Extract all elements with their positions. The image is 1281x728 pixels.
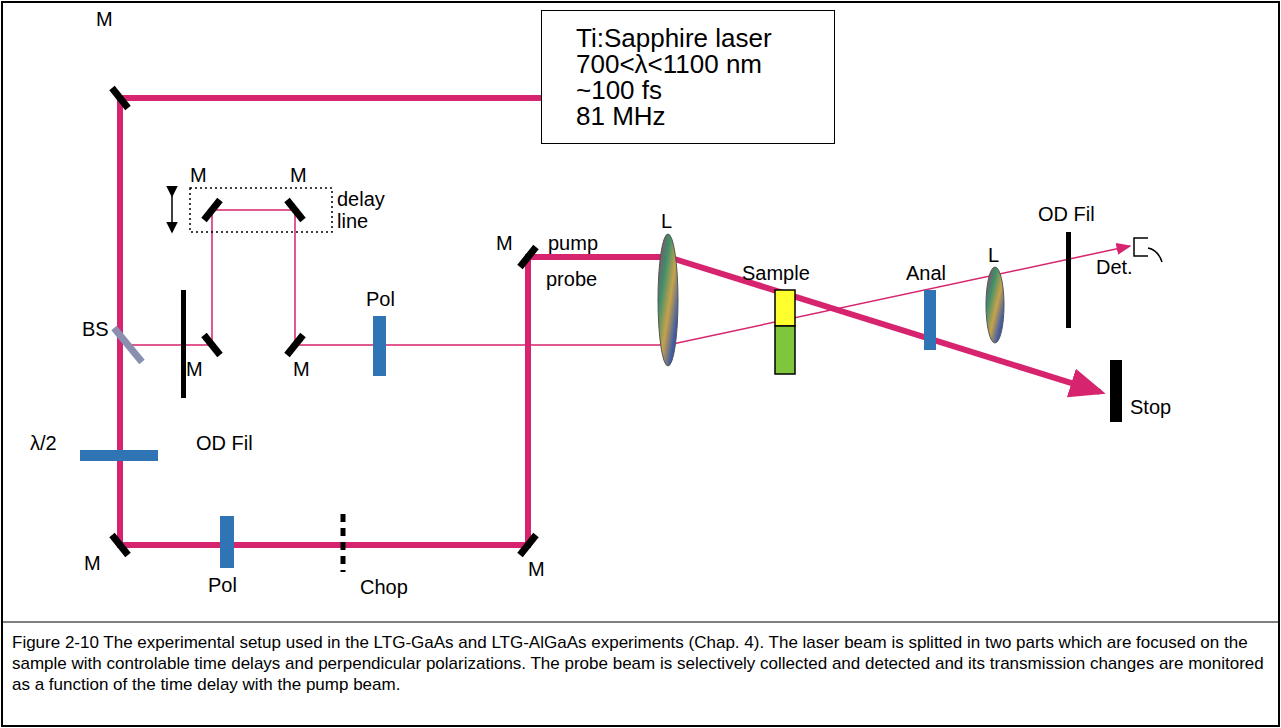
polarizer	[220, 516, 234, 568]
chopper	[341, 514, 346, 572]
component-label: OD Fil	[1038, 203, 1095, 225]
delay-box	[190, 188, 332, 232]
delay-arrow	[171, 196, 173, 232]
probe-beam	[128, 210, 1130, 345]
detector	[1134, 238, 1162, 262]
analyzer	[924, 290, 936, 350]
laser-box: Ti:Sapphire laser700<λ<1100 nm~100 fs81 …	[541, 10, 835, 144]
mirrors	[112, 88, 536, 555]
beam-stop	[1110, 360, 1122, 422]
figure-caption: Figure 2-10 The experimental setup used …	[12, 632, 1267, 695]
component-label: M	[293, 358, 310, 380]
component-label: Chop	[360, 576, 408, 598]
component-label: M	[290, 164, 307, 186]
laser-spec: 81 MHz	[576, 103, 824, 129]
component-label: λ/2	[30, 432, 57, 454]
pump-beam-focused	[668, 257, 1100, 392]
component-label: OD Fil	[196, 432, 253, 454]
component-label: M	[96, 8, 113, 30]
od-filter	[1066, 232, 1071, 328]
component-label: delay line	[337, 188, 387, 232]
component-label: Det.	[1096, 256, 1133, 278]
sample	[775, 326, 795, 374]
beam-splitter	[114, 328, 142, 362]
component-label: L	[661, 210, 672, 232]
component-label: Stop	[1130, 396, 1171, 418]
pump-beam	[120, 98, 668, 545]
lens	[658, 234, 678, 366]
sample	[775, 290, 795, 326]
laser-spec: ~100 fs	[576, 77, 824, 103]
laser-spec: Ti:Sapphire laser	[576, 25, 824, 51]
polarizer	[373, 316, 386, 376]
component-label: Anal	[906, 262, 946, 284]
caption-rule	[2, 622, 1279, 623]
component-label: BS	[82, 318, 109, 340]
half-wave-plate	[80, 450, 158, 461]
lens	[986, 267, 1004, 343]
component-label: M	[186, 358, 203, 380]
od-filter	[181, 290, 186, 398]
component-label: probe	[546, 268, 597, 290]
component-label: Pol	[208, 574, 237, 596]
component-label: Sample	[742, 262, 810, 284]
component-label: M	[190, 164, 207, 186]
component-label: L	[988, 244, 999, 266]
component-label: M	[84, 552, 101, 574]
component-label: M	[528, 558, 545, 580]
component-label: Pol	[366, 288, 395, 310]
component-label: pump	[548, 232, 598, 254]
laser-spec: 700<λ<1100 nm	[576, 51, 824, 77]
component-label: M	[496, 232, 513, 254]
